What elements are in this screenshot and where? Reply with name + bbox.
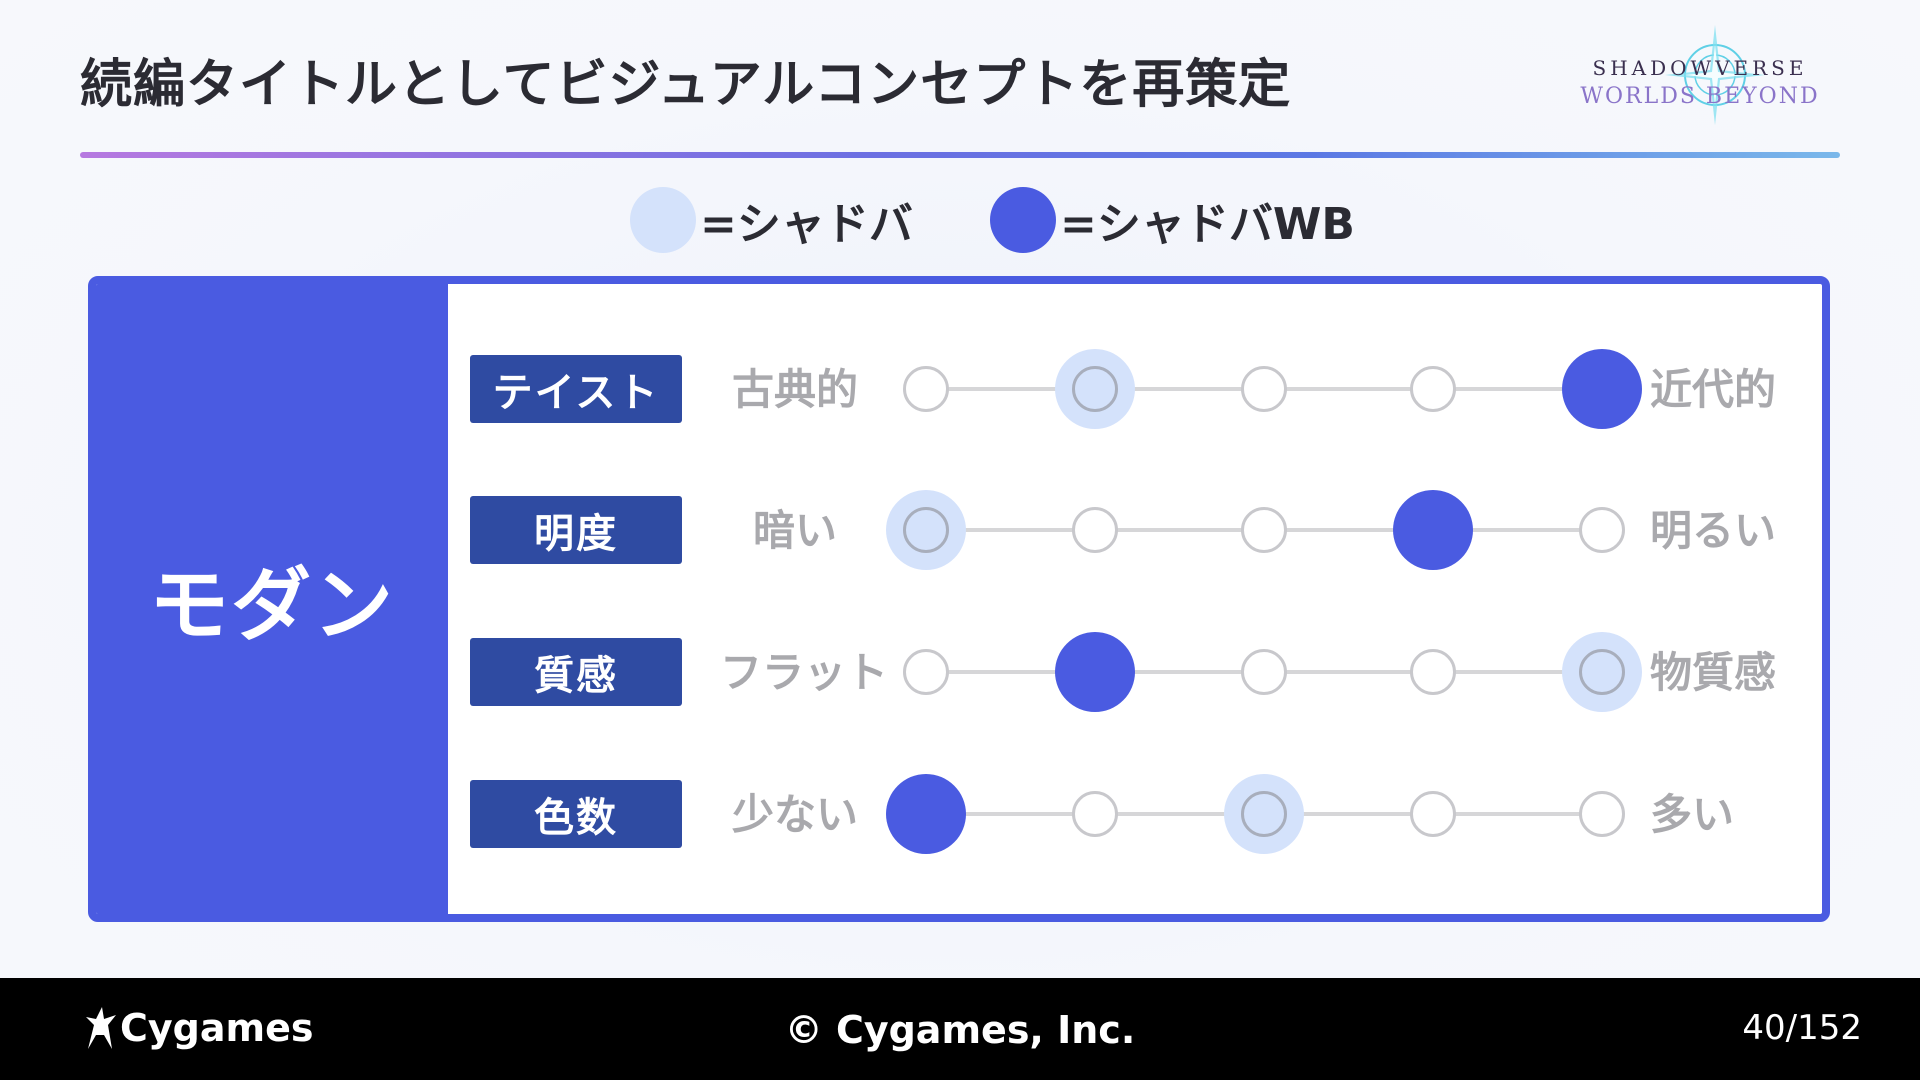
- page-number: 40/152: [1742, 1008, 1862, 1048]
- scale-left-label: 暗い: [752, 506, 837, 555]
- scale-right-label: 物質感: [1650, 648, 1777, 697]
- concept-side-panel: モダン: [96, 284, 448, 914]
- empty-circle-icon: [903, 507, 949, 553]
- empty-circle-icon: [1241, 649, 1287, 695]
- scale-row: 質感フラット 物質感: [0, 625, 1920, 712]
- empty-circle-icon: [1241, 507, 1287, 553]
- concept-label: モダン: [149, 559, 395, 652]
- legend-shadowverse-wb: =シャドバWB: [990, 186, 1355, 254]
- empty-circle-icon: [1072, 791, 1118, 837]
- filled-dot-icon: [1562, 349, 1642, 429]
- cygames-logo-icon: [86, 1007, 116, 1049]
- title-divider: [80, 152, 1840, 158]
- scale-right-label: 明るい: [1650, 506, 1777, 555]
- empty-circle-icon: [1410, 366, 1456, 412]
- emblem-icon: [1665, 25, 1765, 125]
- filled-dot-icon: [1055, 632, 1135, 712]
- copyright: © Cygames, Inc.: [784, 1008, 1136, 1052]
- legend-label: =シャドバ: [700, 199, 913, 250]
- empty-circle-icon: [1410, 791, 1456, 837]
- shadowverse-logo: SHADOWVERSE WORLDS BEYOND: [1560, 20, 1840, 130]
- logo-line-2: WORLDS BEYOND: [1580, 84, 1820, 109]
- scale-row: テイスト古典的 近代的: [0, 342, 1920, 429]
- scale-left-label: フラット: [720, 648, 889, 697]
- empty-circle-icon: [1241, 791, 1287, 837]
- category-badge: 明度: [470, 496, 682, 564]
- slide: 続編タイトルとしてビジュアルコンセプトを再策定 SHADOWVERSE WORL…: [0, 0, 1920, 978]
- empty-circle-icon: [1072, 366, 1118, 412]
- scale-right-label: 多い: [1650, 790, 1735, 839]
- category-badge: 色数: [470, 780, 682, 848]
- empty-circle-icon: [1241, 366, 1287, 412]
- legend-filled-dot-icon: [990, 187, 1056, 253]
- footer: Cygames © Cygames, Inc. 40/152: [0, 978, 1920, 1080]
- empty-circle-icon: [903, 649, 949, 695]
- filled-dot-icon: [1393, 490, 1473, 570]
- scale-row: 色数少ない 多い: [0, 767, 1920, 854]
- slide-title: 続編タイトルとしてビジュアルコンセプトを再策定: [80, 55, 1292, 115]
- legend-label: =シャドバWB: [1060, 199, 1355, 250]
- scale-right-label: 近代的: [1650, 365, 1777, 414]
- empty-circle-icon: [1579, 649, 1625, 695]
- empty-circle-icon: [1579, 791, 1625, 837]
- legend-shadowverse: =シャドバ: [630, 186, 913, 254]
- cygames-brand: Cygames: [80, 1000, 314, 1056]
- empty-circle-icon: [1579, 507, 1625, 553]
- scale-left-label: 少ない: [731, 790, 858, 839]
- legend-light-dot-icon: [630, 187, 696, 253]
- brand-name: Cygames: [120, 1006, 314, 1050]
- scale-row: 明度 暗い 明るい: [0, 483, 1920, 570]
- logo-line-1: SHADOWVERSE: [1592, 56, 1808, 80]
- scale-left-label: 古典的: [731, 365, 858, 414]
- empty-circle-icon: [1072, 507, 1118, 553]
- category-badge: テイスト: [470, 355, 682, 423]
- category-badge: 質感: [470, 638, 682, 706]
- filled-dot-icon: [886, 774, 966, 854]
- empty-circle-icon: [903, 366, 949, 412]
- empty-circle-icon: [1410, 649, 1456, 695]
